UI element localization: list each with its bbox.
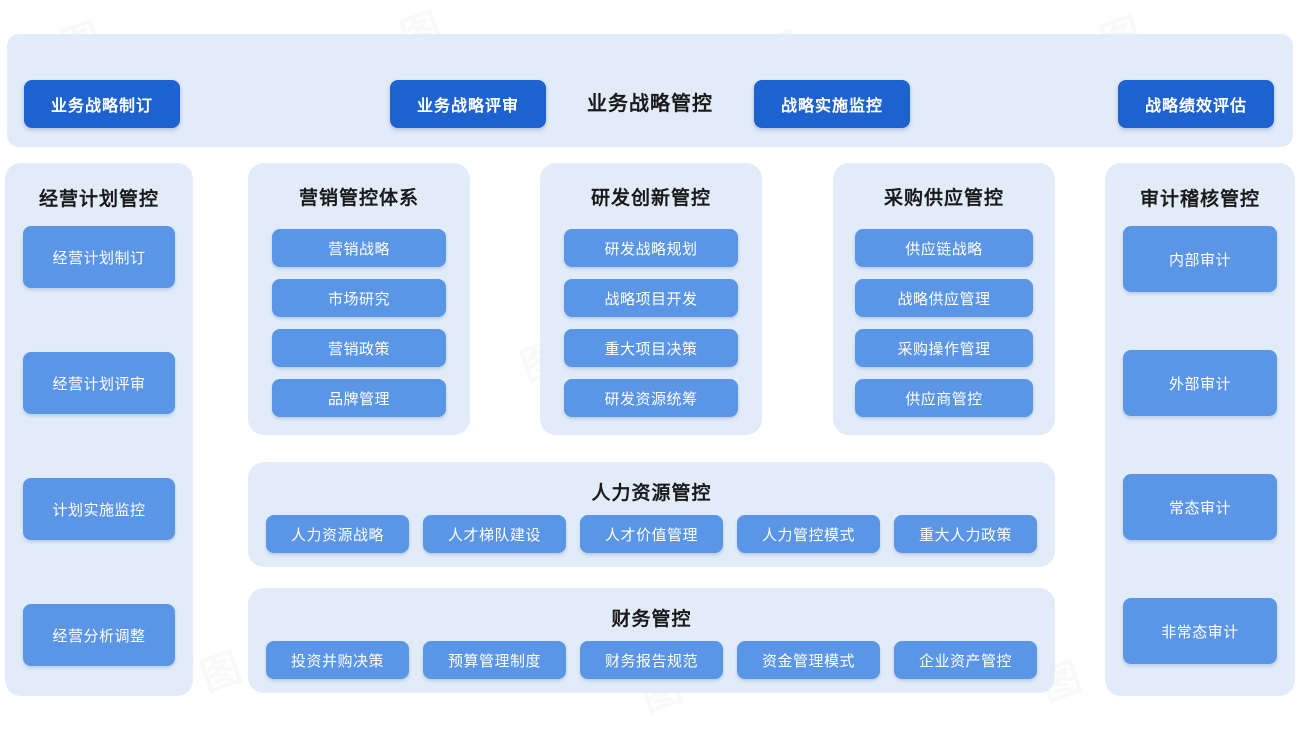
section-title-business-strategy: 业务战略管控 bbox=[587, 93, 713, 115]
section-audit-inspection-control: 审计稽核管控 内部审计 外部审计 常态审计 非常态审计 bbox=[1105, 163, 1295, 696]
button-investment-ma-decision[interactable]: 投资并购决策 bbox=[266, 641, 409, 679]
button-budget-management-system[interactable]: 预算管理制度 bbox=[423, 641, 566, 679]
button-brand-management[interactable]: 品牌管理 bbox=[272, 379, 446, 417]
button-market-research[interactable]: 市场研究 bbox=[272, 279, 446, 317]
section-title-marketing-control-system: 营销管控体系 bbox=[298, 188, 419, 209]
watermark-mark: 图 bbox=[195, 645, 248, 701]
section-title-human-resource-control: 人力资源管控 bbox=[591, 483, 712, 504]
button-operation-analysis-adjustment[interactable]: 经营分析调整 bbox=[23, 604, 175, 666]
section-title-financial-control: 财务管控 bbox=[611, 609, 692, 630]
button-non-routine-audit[interactable]: 非常态审计 bbox=[1123, 598, 1277, 664]
button-strategy-implementation-monitoring[interactable]: 战略实施监控 bbox=[754, 80, 910, 128]
button-rd-strategy-planning[interactable]: 研发战略规划 bbox=[564, 229, 738, 267]
button-internal-audit[interactable]: 内部审计 bbox=[1123, 226, 1277, 292]
button-plan-implementation-monitoring[interactable]: 计划实施监控 bbox=[23, 478, 175, 540]
button-financial-report-standard[interactable]: 财务报告规范 bbox=[580, 641, 723, 679]
section-financial-control: 财务管控 投资并购决策 预算管理制度 财务报告规范 资金管理模式 企业资产管控 bbox=[248, 588, 1055, 693]
button-operation-plan-formulation[interactable]: 经营计划制订 bbox=[23, 226, 175, 288]
button-operation-plan-review[interactable]: 经营计划评审 bbox=[23, 352, 175, 414]
button-strategy-performance-evaluation[interactable]: 战略绩效评估 bbox=[1118, 80, 1274, 128]
button-major-hr-policy[interactable]: 重大人力政策 bbox=[894, 515, 1037, 553]
section-title-rd-innovation-control: 研发创新管控 bbox=[590, 188, 711, 209]
button-talent-echelon-building[interactable]: 人才梯队建设 bbox=[423, 515, 566, 553]
button-row-human-resource: 人力资源战略 人才梯队建设 人才价值管理 人力管控模式 重大人力政策 bbox=[266, 515, 1037, 553]
button-external-audit[interactable]: 外部审计 bbox=[1123, 350, 1277, 416]
button-rd-resource-coordination[interactable]: 研发资源统筹 bbox=[564, 379, 738, 417]
section-title-audit-inspection-control: 审计稽核管控 bbox=[1139, 189, 1260, 210]
section-procurement-supply-control: 采购供应管控 供应链战略 战略供应管理 采购操作管理 供应商管控 bbox=[833, 163, 1055, 435]
button-business-strategy-review[interactable]: 业务战略评审 bbox=[390, 80, 546, 128]
button-supplier-control[interactable]: 供应商管控 bbox=[855, 379, 1033, 417]
section-rd-innovation-control: 研发创新管控 研发战略规划 战略项目开发 重大项目决策 研发资源统筹 bbox=[540, 163, 762, 435]
button-strategic-supply-management[interactable]: 战略供应管理 bbox=[855, 279, 1033, 317]
button-marketing-policy[interactable]: 营销政策 bbox=[272, 329, 446, 367]
button-strategic-project-development[interactable]: 战略项目开发 bbox=[564, 279, 738, 317]
button-talent-value-management[interactable]: 人才价值管理 bbox=[580, 515, 723, 553]
button-hr-strategy[interactable]: 人力资源战略 bbox=[266, 515, 409, 553]
section-title-procurement-supply-control: 采购供应管控 bbox=[883, 188, 1004, 209]
button-fund-management-mode[interactable]: 资金管理模式 bbox=[737, 641, 880, 679]
button-routine-audit[interactable]: 常态审计 bbox=[1123, 474, 1277, 540]
button-row-financial: 投资并购决策 预算管理制度 财务报告规范 资金管理模式 企业资产管控 bbox=[266, 641, 1037, 679]
section-marketing-control-system: 营销管控体系 营销战略 市场研究 营销政策 品牌管理 bbox=[248, 163, 470, 435]
button-procurement-operation-management[interactable]: 采购操作管理 bbox=[855, 329, 1033, 367]
button-marketing-strategy[interactable]: 营销战略 bbox=[272, 229, 446, 267]
button-major-project-decision[interactable]: 重大项目决策 bbox=[564, 329, 738, 367]
button-business-strategy-formulation[interactable]: 业务战略制订 bbox=[24, 80, 180, 128]
section-operation-plan-control: 经营计划管控 经营计划制订 经营计划评审 计划实施监控 经营分析调整 bbox=[5, 163, 193, 696]
section-human-resource-control: 人力资源管控 人力资源战略 人才梯队建设 人才价值管理 人力管控模式 重大人力政… bbox=[248, 462, 1055, 567]
button-enterprise-asset-control[interactable]: 企业资产管控 bbox=[894, 641, 1037, 679]
section-title-operation-plan-control: 经营计划管控 bbox=[38, 189, 159, 210]
section-business-strategy: 业务战略管控 业务战略制订 业务战略评审 战略实施监控 战略绩效评估 bbox=[7, 34, 1293, 147]
button-supply-chain-strategy[interactable]: 供应链战略 bbox=[855, 229, 1033, 267]
button-hr-control-mode[interactable]: 人力管控模式 bbox=[737, 515, 880, 553]
